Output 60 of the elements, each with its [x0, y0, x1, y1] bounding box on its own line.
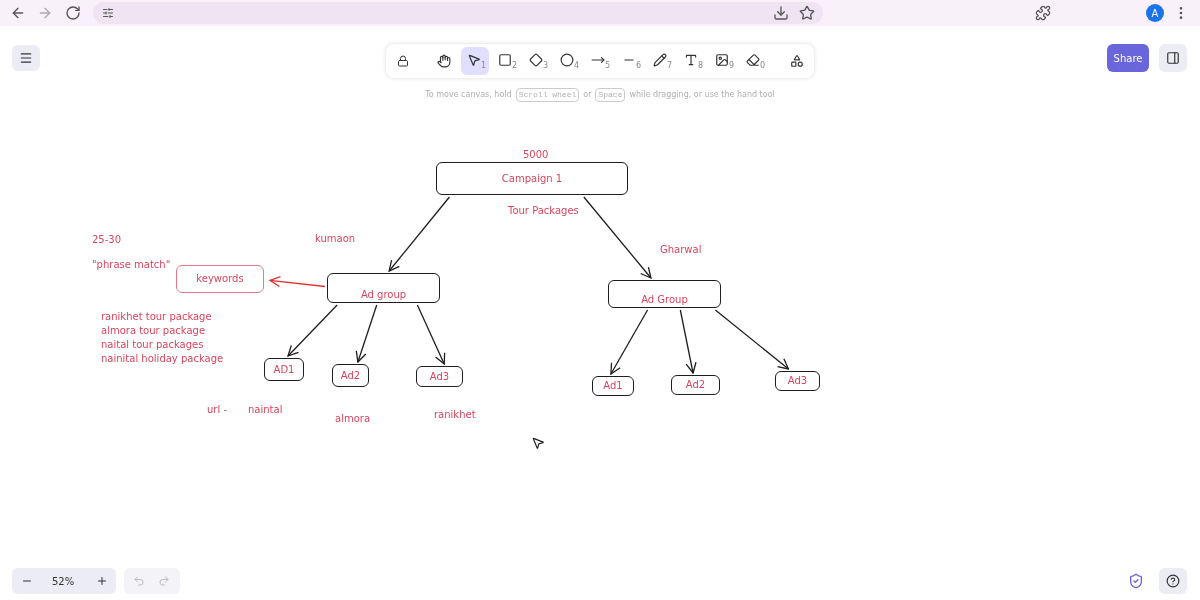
process-box — [327, 273, 440, 303]
annotation-text: url - — [207, 404, 227, 416]
key-hint: Scroll wheel — [515, 88, 580, 102]
node-label: Ad2 — [340, 369, 361, 382]
annotation-text: naintal — [248, 404, 283, 416]
shortcut-number: 4 — [574, 61, 580, 70]
arrow — [355, 304, 378, 363]
annotation-text: naital tour packages — [101, 339, 204, 351]
shortcut-number: 7 — [667, 61, 673, 70]
node-label: Ad3 — [787, 375, 808, 387]
annotation-text: ranikhet — [434, 409, 476, 421]
process-box — [416, 366, 463, 387]
annotation-text: ranikhet tour package — [101, 311, 212, 323]
node-label: keywords — [196, 273, 244, 285]
process-box — [671, 375, 720, 395]
annotation-text: almora — [335, 413, 370, 425]
annotation-text: Tour Packages — [508, 205, 579, 217]
node-label: Ad2 — [685, 379, 706, 391]
keyword-box — [176, 265, 264, 293]
avatar: A — [1146, 4, 1164, 22]
process-box — [264, 358, 304, 381]
arrow — [583, 196, 652, 279]
arrow — [610, 309, 649, 375]
arrow — [388, 196, 451, 272]
shortcut-number: 3 — [543, 61, 549, 70]
budget-label: 5000 — [523, 148, 549, 162]
hint-text: or — [583, 89, 592, 101]
arrow — [679, 309, 697, 374]
process-box — [608, 280, 721, 308]
share-button: Share — [1107, 44, 1149, 72]
shortcut-number: 5 — [605, 61, 611, 70]
shortcut-number: 2 — [512, 61, 518, 70]
hint-text: while dragging, or use the hand tool — [629, 89, 775, 101]
arrow — [714, 309, 790, 370]
node-label: Ad Group — [641, 294, 688, 306]
shortcut-number: 9 — [729, 61, 735, 70]
arrow — [269, 275, 326, 288]
node-label: Ad3 — [429, 370, 450, 383]
process-box — [592, 376, 634, 396]
annotation-text: "phrase match" — [92, 259, 171, 271]
annotation-text: 25-30 — [92, 234, 122, 246]
shortcut-number: 0 — [760, 61, 766, 70]
shortcut-number: 8 — [698, 61, 704, 70]
shortcut-number: 1 — [481, 61, 487, 70]
process-box — [775, 371, 820, 391]
key-hint: Space — [595, 88, 626, 102]
annotation-text: almora tour package — [101, 325, 206, 337]
hint-text: To move canvas, hold — [425, 89, 512, 101]
annotation-text: nainital holiday package — [101, 353, 224, 365]
annotation-text: kumaon — [315, 233, 356, 245]
node-label: Ad1 — [603, 380, 623, 392]
node-label: AD1 — [273, 363, 295, 376]
annotation-text: Gharwal — [660, 244, 702, 256]
zoom-level: 52% — [52, 575, 75, 589]
arrow — [416, 304, 446, 365]
process-box — [332, 364, 369, 387]
node-label: Campaign 1 — [501, 172, 563, 185]
arrow — [287, 304, 338, 357]
node-label: Ad group — [360, 289, 407, 301]
shortcut-number: 6 — [636, 61, 642, 70]
